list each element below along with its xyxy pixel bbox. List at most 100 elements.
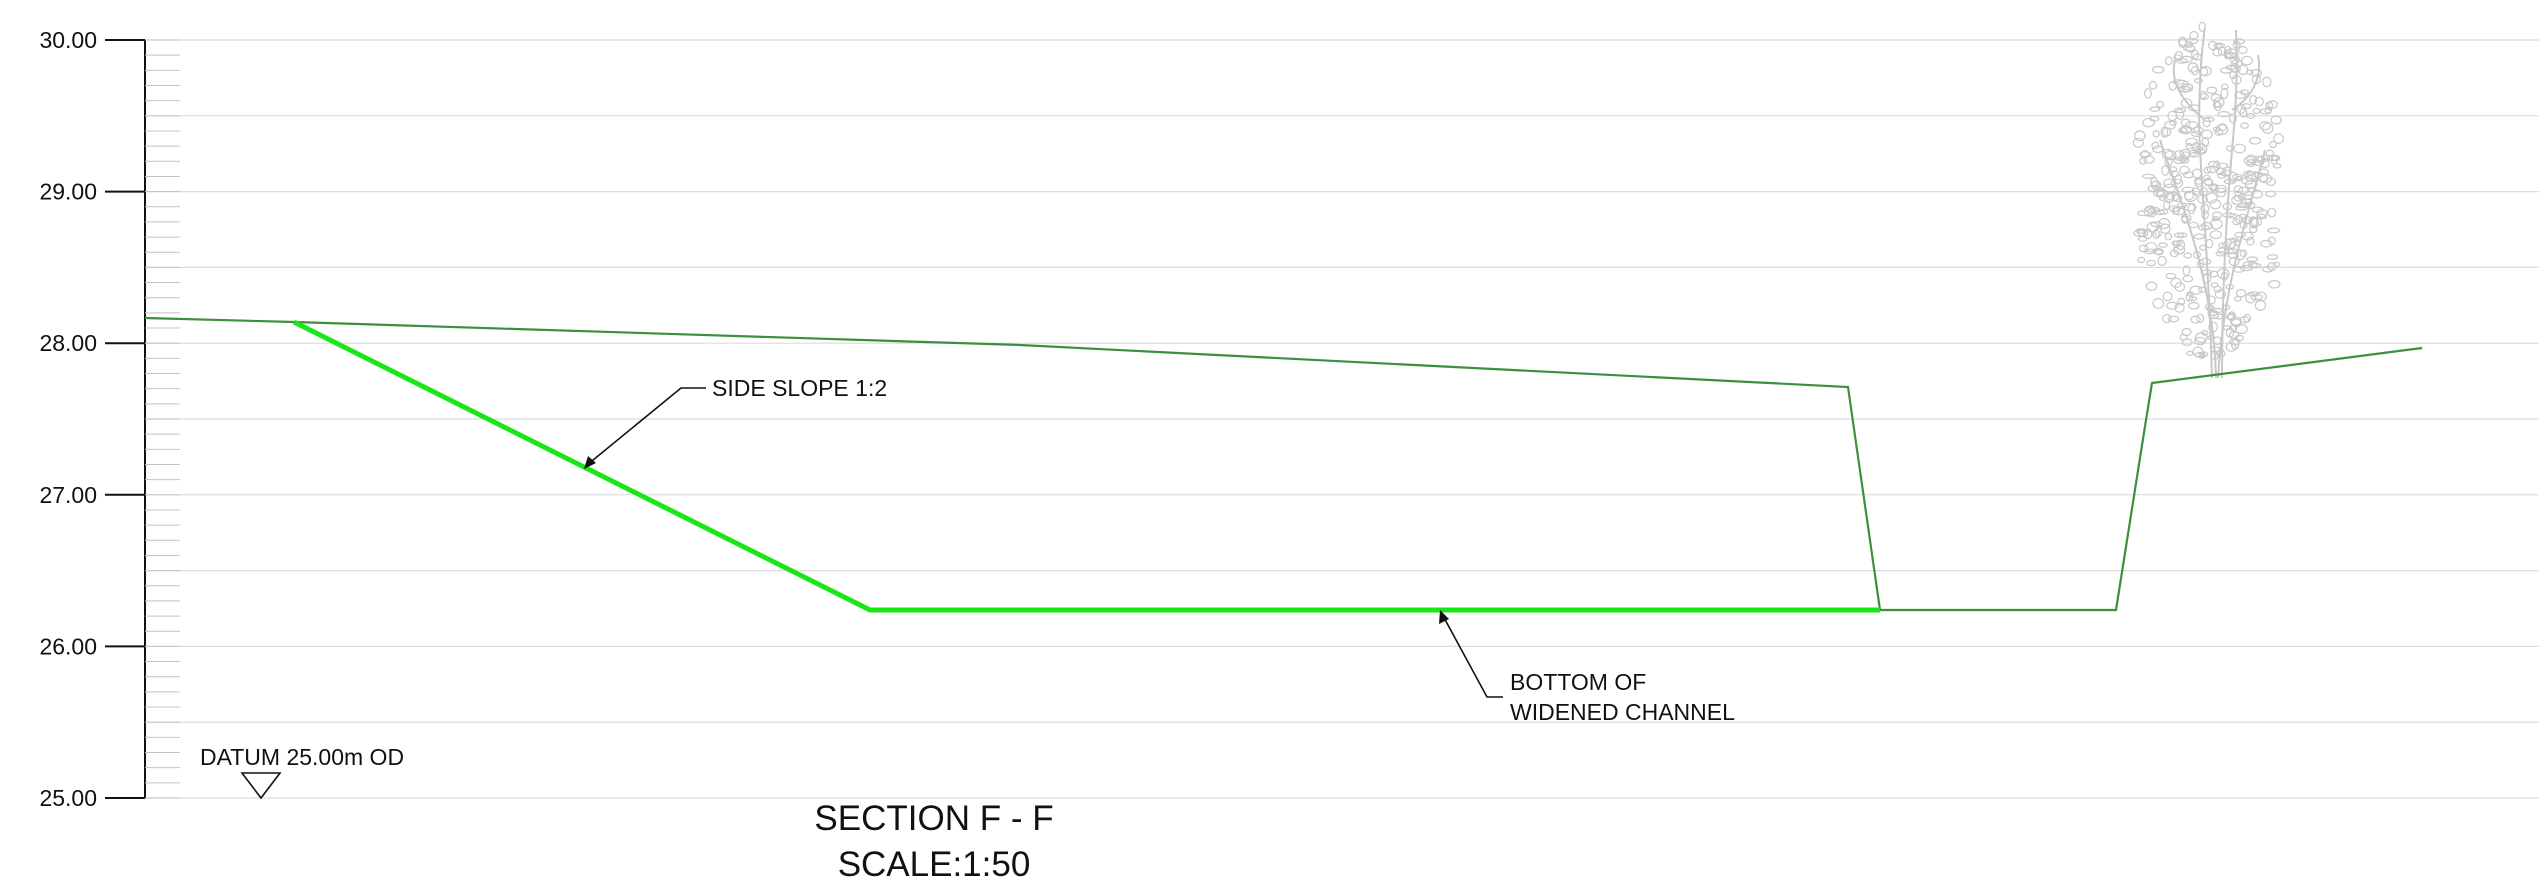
tree-leaf bbox=[2151, 141, 2160, 150]
tree-leaf bbox=[2248, 216, 2258, 228]
tree-leaf bbox=[2152, 229, 2160, 240]
tree-leaf bbox=[2188, 301, 2200, 310]
tree-leaf bbox=[2193, 233, 2205, 240]
tree-leaf bbox=[2245, 69, 2254, 75]
tree-leaf bbox=[2264, 107, 2273, 114]
tree-leaf bbox=[2196, 143, 2208, 155]
tree-leaf bbox=[2216, 349, 2226, 358]
tree-leaf bbox=[2217, 110, 2231, 118]
level-tick-label: 27.00 bbox=[39, 482, 97, 508]
tree-leaf bbox=[2201, 136, 2210, 148]
tree-leaf bbox=[2196, 313, 2205, 323]
tree-leaf bbox=[2235, 205, 2248, 211]
tree-leaf bbox=[2256, 208, 2268, 219]
tree-leaf bbox=[2139, 157, 2147, 165]
tree-leaf bbox=[2181, 215, 2191, 224]
tree-leaf bbox=[2254, 291, 2267, 302]
tree-leaf bbox=[2164, 156, 2173, 167]
section-title: SECTION F - F bbox=[814, 799, 1053, 838]
tree-leaf bbox=[2265, 149, 2275, 158]
tree-leaf bbox=[2241, 177, 2255, 185]
tree-leaf bbox=[2172, 79, 2185, 85]
tree-icon bbox=[2132, 21, 2285, 379]
tree-leaf bbox=[2197, 193, 2208, 204]
tree-leaf bbox=[2175, 57, 2188, 64]
tree-leaf bbox=[2137, 235, 2148, 242]
tree-leaf bbox=[2224, 45, 2232, 55]
tree-leaf bbox=[2161, 165, 2170, 176]
tree-leaf bbox=[2194, 351, 2205, 359]
tree-leaf bbox=[2242, 261, 2254, 269]
tree-leaf bbox=[2134, 130, 2146, 142]
tree-leaf bbox=[2261, 122, 2274, 134]
tree-leaf bbox=[2260, 154, 2271, 162]
tree-leaf bbox=[2225, 283, 2235, 290]
tree-leaf bbox=[2246, 256, 2259, 263]
tree-leaf bbox=[2143, 155, 2155, 164]
tree-leaf bbox=[2220, 87, 2229, 100]
tree-leaf bbox=[2191, 168, 2203, 179]
tree-leaf bbox=[2216, 187, 2227, 198]
tree-leaf bbox=[2212, 100, 2221, 109]
tree-leaf bbox=[2190, 315, 2201, 324]
level-tick-label: 29.00 bbox=[39, 179, 97, 205]
tree-leaf bbox=[2135, 228, 2147, 234]
tree-leaf bbox=[2232, 266, 2245, 273]
tree-leaf bbox=[2149, 206, 2161, 214]
tree-leaf bbox=[2171, 240, 2183, 246]
tree-leaf bbox=[2213, 128, 2224, 136]
tree-leaf bbox=[2158, 242, 2168, 248]
tree-leaf bbox=[2215, 167, 2225, 176]
tree-leaf bbox=[2243, 313, 2252, 323]
tree-leaf bbox=[2179, 333, 2188, 341]
tree-leaf bbox=[2200, 129, 2213, 140]
tree-leaf bbox=[2193, 336, 2206, 346]
tree-leaf bbox=[2209, 230, 2222, 240]
tree-leaf bbox=[2164, 56, 2173, 66]
tree-leaf bbox=[2240, 122, 2249, 129]
tree-leaf bbox=[2200, 330, 2209, 336]
proposed-channel-profile bbox=[292, 319, 1880, 613]
tree-leaf bbox=[2260, 239, 2273, 248]
tree-leaf bbox=[2220, 67, 2233, 74]
tree-leaf bbox=[2245, 170, 2254, 176]
tree-leaf bbox=[2222, 325, 2232, 331]
tree-leaf bbox=[2171, 192, 2180, 202]
tree-leaf bbox=[2259, 120, 2272, 131]
tree-leaf bbox=[2220, 169, 2232, 177]
tree-leaf bbox=[2233, 143, 2247, 154]
tree-leaf bbox=[2234, 324, 2248, 335]
tree-leaf bbox=[2229, 70, 2237, 80]
tree-leaf bbox=[2245, 112, 2256, 119]
tree-leaf bbox=[2181, 83, 2193, 91]
tree-leaf bbox=[2188, 221, 2199, 229]
tree-leaf bbox=[2199, 258, 2212, 265]
tree-leaf bbox=[2249, 136, 2262, 145]
tree-leaf bbox=[2208, 183, 2219, 191]
tree-leaf bbox=[2200, 203, 2210, 214]
tree-leaf bbox=[2248, 263, 2262, 269]
tree-leaf bbox=[2212, 48, 2223, 57]
tree-leaf bbox=[2216, 268, 2230, 280]
tree-leaf bbox=[2185, 41, 2194, 49]
tree-leaf bbox=[2197, 224, 2210, 231]
tree-leaf bbox=[2150, 221, 2163, 228]
tree-leaf bbox=[2227, 171, 2239, 183]
tree-leaf bbox=[2147, 184, 2160, 192]
tree-leaf bbox=[2233, 239, 2242, 247]
tree-leaf bbox=[2251, 189, 2263, 199]
tree-leaf bbox=[2198, 21, 2206, 32]
tree-leaf bbox=[2251, 74, 2262, 85]
tree-leaf bbox=[2193, 126, 2204, 135]
tree-leaf bbox=[2199, 244, 2208, 251]
tree-leaf bbox=[2226, 312, 2236, 321]
tree-leaf bbox=[2157, 255, 2167, 266]
tree-leaf bbox=[2210, 307, 2224, 314]
tree-leaf bbox=[2229, 338, 2241, 346]
tree-leaf bbox=[2204, 177, 2213, 187]
tree-leaf bbox=[2180, 125, 2193, 133]
tree-leaf bbox=[2239, 315, 2250, 324]
tree-leaf bbox=[2238, 186, 2250, 194]
